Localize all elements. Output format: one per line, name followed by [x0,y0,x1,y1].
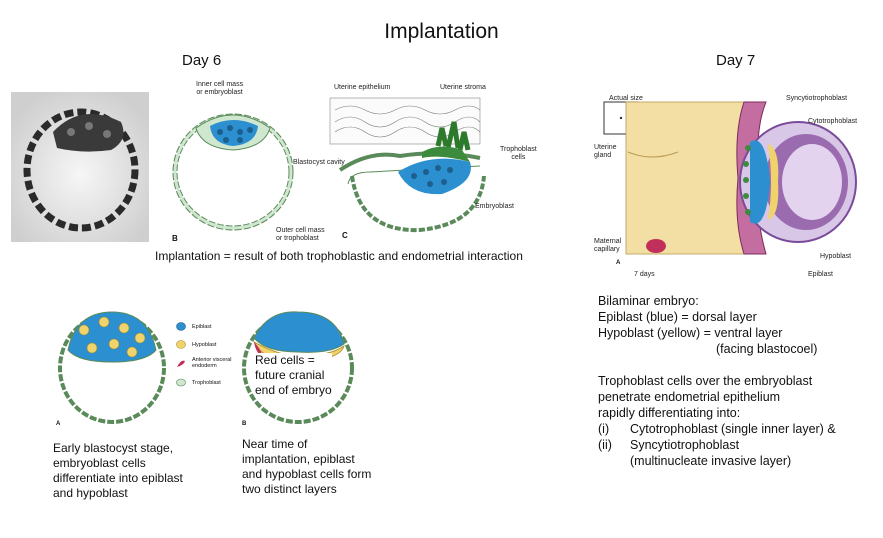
label-embryoblast: Embryoblast [475,203,514,210]
implantation-caption: Implantation = result of both trophoblas… [155,249,523,263]
red-cells-note: Red cells = future cranial end of embryo [255,353,332,398]
legend-trophoblast-label: Trophoblast [192,379,221,386]
list-item-1-number: (i) [598,422,610,436]
label-inner-cell-mass: Inner cell mass or embryoblast [196,81,244,96]
trophoblast-swatch-icon [176,378,186,387]
label-7-days: 7 days [634,271,655,278]
label-cytotrophoblast: Cytotrophoblast [808,118,858,125]
legend-ave: Anterior visceral endoderm [176,357,231,369]
fig-label-a-day7: A [616,260,621,266]
trophoblast-text-3: rapidly differentiating into: [598,406,741,420]
caption-near-implantation: Near time of implantation, epiblast and … [242,437,372,496]
label-blastocyst-cavity: Blastocyst cavity [293,159,345,166]
label-hypoblast: Hypoblast [820,253,852,260]
fig-label-b-bottom: B [242,421,247,427]
epiblast-description: Epiblast (blue) = dorsal layer [598,310,757,324]
label-syncytiotrophoblast: Syncytiotrophoblast [786,95,848,102]
legend-epiblast-label: Epiblast [192,323,212,330]
fig-label-c: C [342,231,348,240]
legend-trophoblast: Trophoblast [176,378,221,387]
trophoblast-text-2: penetrate endometrial epithelium [598,390,781,404]
page-title: Implantation [384,20,499,43]
trophoblast-text-1: Trophoblast cells over the embryoblast [598,374,813,388]
caption-early-blastocyst: Early blastocyst stage, embryoblast cell… [53,441,183,500]
label-maternal-capillary: Maternal capillary [594,238,622,253]
hypoblast-description-2: (facing blastocoel) [716,342,818,356]
legend-epiblast: Epiblast [176,322,212,331]
bilaminar-title: Bilaminar embryo: [598,294,699,308]
label-uterine-stroma: Uterine stroma [440,84,486,91]
day6-heading: Day 6 [182,52,222,69]
hypoblast-description: Hypoblast (yellow) = ventral layer [598,326,783,340]
early-blastocyst-diagram-a [58,311,166,424]
label-epiblast: Epiblast [808,271,833,278]
fig-label-a-bottom: A [56,421,61,427]
blastocyst-micrograph [11,92,149,242]
epiblast-swatch-icon [176,322,186,331]
day7-implantation-diagram [603,101,857,255]
legend-hypoblast: Hypoblast [176,340,216,349]
list-item-2-text: Syncytiotrophoblast [630,438,740,452]
day7-heading: Day 7 [716,52,756,69]
list-item-2-number: (ii) [598,438,612,452]
list-item-2-text-2: (multinucleate invasive layer) [630,454,792,468]
implantation-diagram-c [329,97,486,233]
label-outer-cell-mass: Outer cell mass or trophoblast [276,227,325,242]
blastocyst-diagram-b [172,113,294,231]
legend-hypoblast-label: Hypoblast [192,341,217,348]
hypoblast-swatch-icon [176,340,186,349]
label-trophoblast-cells: Trophoblast cells [500,146,537,161]
list-item-1-text: Cytotrophoblast (single inner layer) & [630,422,836,436]
label-actual-size: Actual size [609,95,643,102]
ave-swatch-icon [177,360,185,367]
label-uterine-gland: Uterine gland [594,144,617,159]
legend-ave-label: Anterior visceral endoderm [192,357,232,369]
fig-label-b: B [172,234,178,243]
label-uterine-epithelium: Uterine epithelium [334,84,391,91]
